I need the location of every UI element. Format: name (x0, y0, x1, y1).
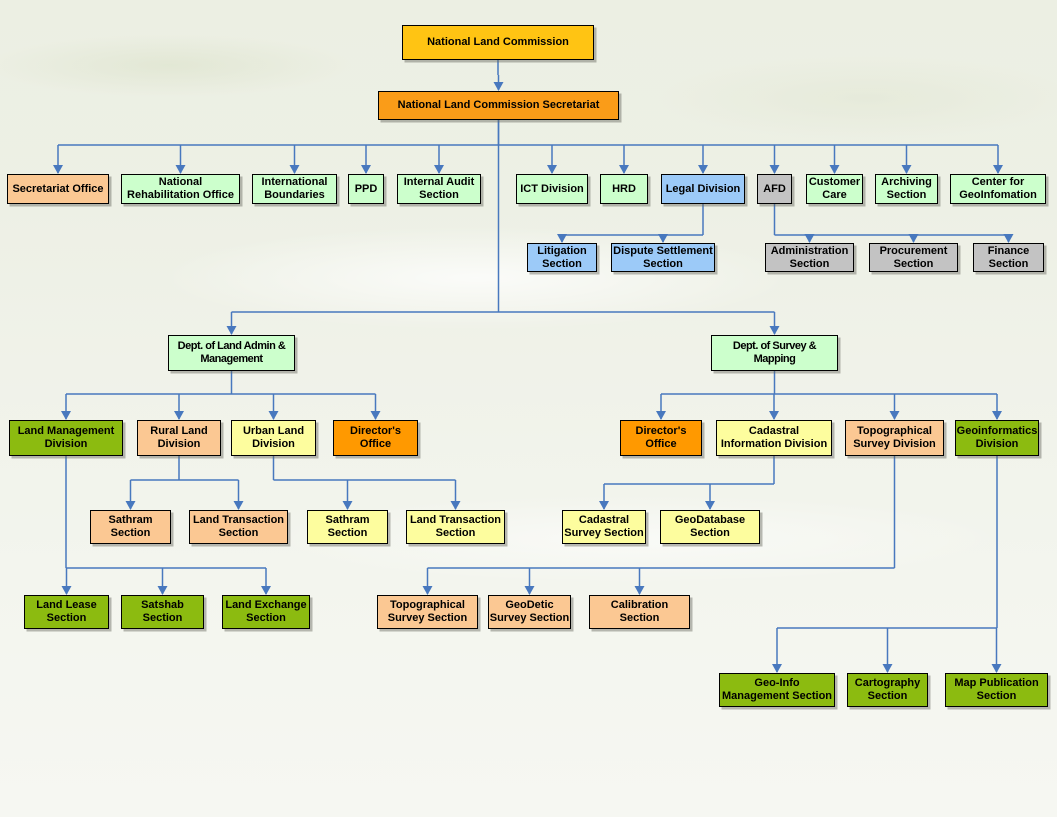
org-node-rural-land-division: Rural Land Division (137, 420, 221, 456)
org-node-ict-division: ICT Division (516, 174, 588, 204)
org-node-sathram-section-rural: Sathram Section (90, 510, 171, 544)
org-node-dispute-settlement-section: Dispute Settlement Section (611, 243, 715, 272)
org-node-directors-office-land: Director's Office (333, 420, 418, 456)
org-node-sathram-section-urban: Sathram Section (307, 510, 388, 544)
org-node-dept-survey-mapping: Dept. of Survey & Mapping (711, 335, 838, 371)
org-node-cadastral-survey-section: Cadastral Survey Section (562, 510, 646, 544)
org-node-nlc-secretariat: National Land Commission Secretariat (378, 91, 619, 120)
org-node-satshab-section: Satshab Section (121, 595, 204, 629)
org-node-procurement-section: Procurement Section (869, 243, 958, 272)
org-node-land-exchange-section: Land Exchange Section (222, 595, 310, 629)
org-node-geodetic-survey-section: GeoDetic Survey Section (488, 595, 571, 629)
org-node-secretariat-office: Secretariat Office (7, 174, 109, 204)
org-node-land-transaction-section-rural: Land Transaction Section (189, 510, 288, 544)
org-node-topographical-survey-division: Topographical Survey Division (845, 420, 944, 456)
org-node-national-rehabilitation-office: National Rehabilitation Office (121, 174, 240, 204)
org-node-internal-audit-section: Internal Audit Section (397, 174, 481, 204)
org-node-hrd: HRD (600, 174, 648, 204)
org-node-litigation-section: Litigation Section (527, 243, 597, 272)
org-node-finance-section: Finance Section (973, 243, 1044, 272)
org-node-national-land-commission: National Land Commission (402, 25, 594, 60)
org-node-land-transaction-section-urban: Land Transaction Section (406, 510, 505, 544)
org-node-international-boundaries: International Boundaries (252, 174, 337, 204)
org-node-center-for-geoinfomation: Center for GeoInfomation (950, 174, 1046, 204)
org-node-calibration-section: Calibration Section (589, 595, 690, 629)
org-node-land-lease-section: Land Lease Section (24, 595, 109, 629)
org-node-geoinformatics-division: Geoinformatics Division (955, 420, 1039, 456)
org-node-directors-office-survey: Director's Office (620, 420, 702, 456)
org-node-dept-land-admin: Dept. of Land Admin & Management (168, 335, 295, 371)
org-node-ppd: PPD (348, 174, 384, 204)
org-node-land-management-division: Land Management Division (9, 420, 123, 456)
org-node-afd: AFD (757, 174, 792, 204)
org-node-geodatabase-section: GeoDatabase Section (660, 510, 760, 544)
org-node-legal-division: Legal Division (661, 174, 745, 204)
org-node-cadastral-information-division: Cadastral Information Division (716, 420, 832, 456)
org-node-archiving-section: Archiving Section (875, 174, 938, 204)
org-node-customer-care: Customer Care (806, 174, 863, 204)
org-node-cartography-section: Cartography Section (847, 673, 928, 707)
org-node-geo-info-management-section: Geo-Info Management Section (719, 673, 835, 707)
org-node-administration-section: Administration Section (765, 243, 854, 272)
org-node-map-publication-section: Map Publication Section (945, 673, 1048, 707)
org-node-urban-land-division: Urban Land Division (231, 420, 316, 456)
org-node-topographical-survey-section: Topographical Survey Section (377, 595, 478, 629)
